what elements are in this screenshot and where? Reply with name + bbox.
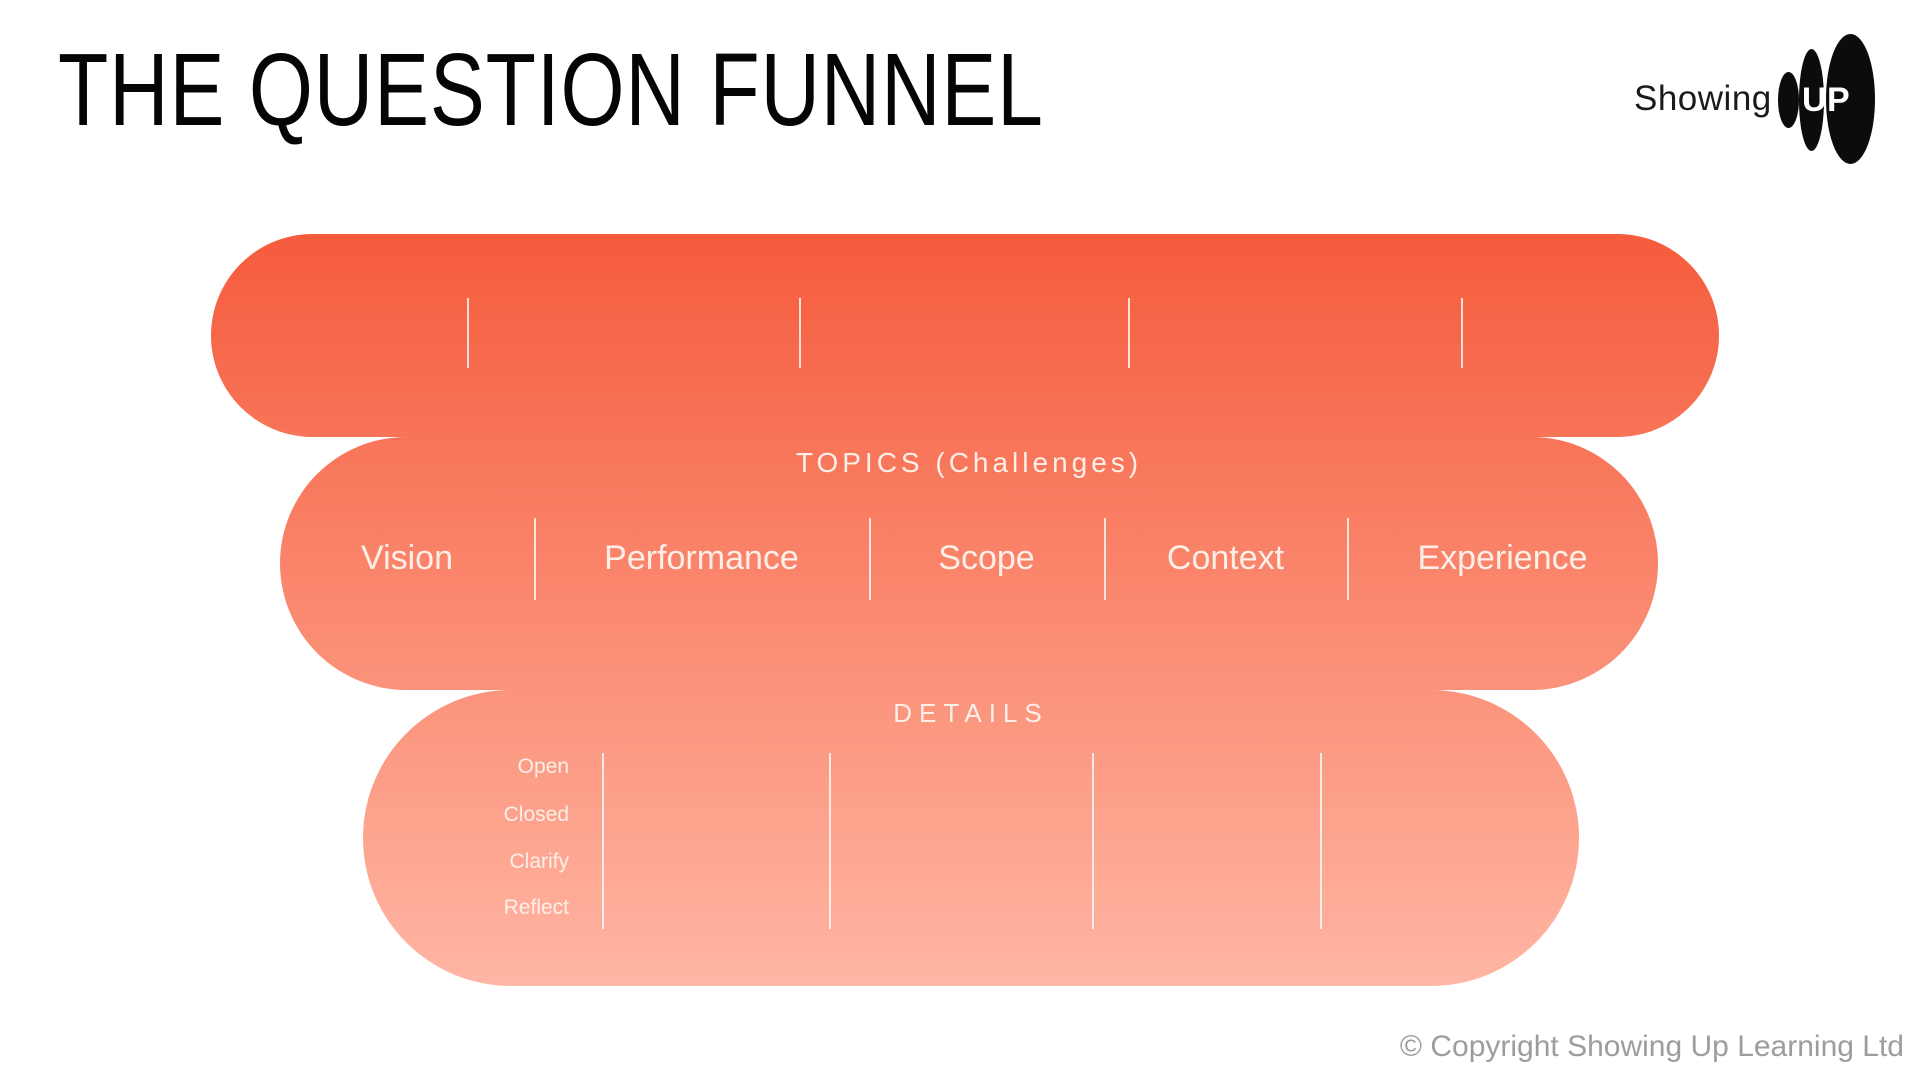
detail-label-closed: Closed <box>503 803 569 826</box>
detail-label-open: Open <box>517 755 569 778</box>
column-divider <box>829 753 831 929</box>
details-heading: DETAILS <box>893 698 1049 728</box>
topic-label-context: Context <box>1166 539 1285 577</box>
funnel-row-details: DETAILS Open Closed Clarify Reflect <box>363 690 1579 986</box>
topics-heading: TOPICS (Challenges) <box>795 447 1143 478</box>
detail-label-clarify: Clarify <box>509 850 569 873</box>
logo-ellipse-large-icon <box>1826 34 1875 164</box>
logo-wordmark: Showing <box>1634 79 1772 118</box>
topic-label-experience: Experience <box>1417 539 1588 577</box>
topic-label-performance: Performance <box>604 539 799 577</box>
column-divider <box>1092 753 1094 929</box>
column-divider <box>602 753 604 929</box>
column-divider <box>869 518 871 600</box>
logo-ellipse-small-icon <box>1778 72 1799 128</box>
page-title: THE QUESTION FUNNEL <box>58 32 1044 147</box>
column-divider <box>467 298 469 368</box>
column-divider <box>799 298 801 368</box>
column-divider <box>534 518 536 600</box>
copyright-notice: © Copyright Showing Up Learning Ltd <box>1399 1030 1904 1063</box>
column-divider <box>1347 518 1349 600</box>
column-divider <box>1320 753 1322 929</box>
column-divider <box>1128 298 1130 368</box>
funnel-row-top <box>211 234 1719 437</box>
topic-label-vision: Vision <box>361 539 453 577</box>
detail-label-reflect: Reflect <box>503 896 569 919</box>
funnel-row-topics: TOPICS (Challenges) Vision Performance S… <box>280 437 1658 690</box>
logo-badge-text: UP <box>1802 81 1851 119</box>
column-divider <box>1104 518 1106 600</box>
logo-ellipse-medium-icon <box>1799 49 1824 151</box>
topic-label-scope: Scope <box>938 539 1035 577</box>
column-divider <box>1461 298 1463 368</box>
